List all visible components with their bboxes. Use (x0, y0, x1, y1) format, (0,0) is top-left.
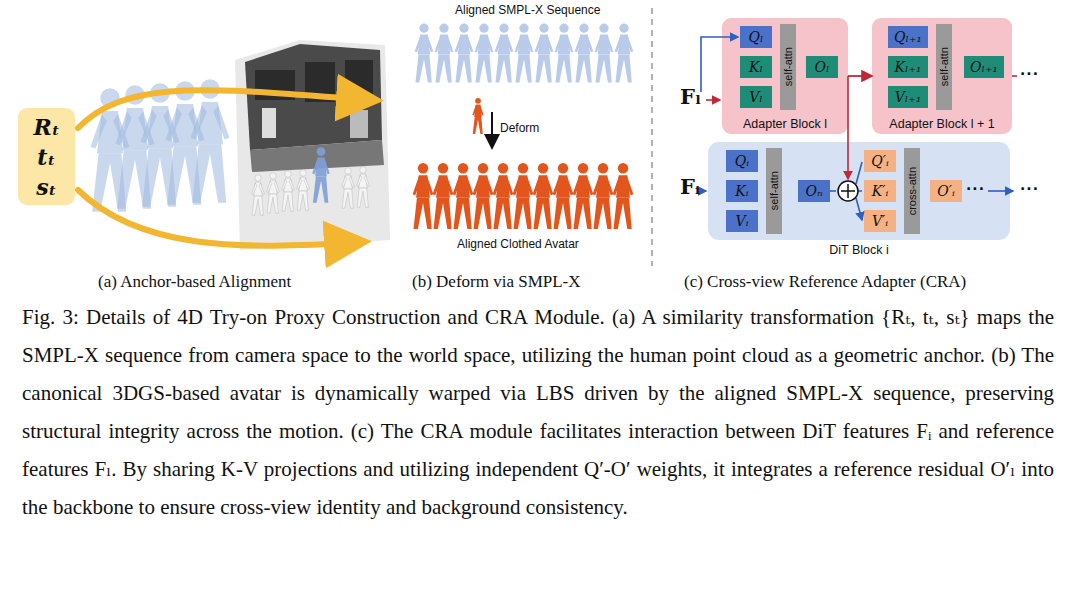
node-text: Qₗ (749, 29, 764, 45)
node-text: Kₗ (749, 59, 763, 75)
key-box: Kᵢ (726, 180, 758, 202)
alignment-arrows (78, 90, 372, 246)
node-text: DiT Block i (708, 243, 1010, 257)
node-text: Qᵢ (735, 153, 749, 169)
query-box: Q′ᵢ (864, 150, 896, 172)
query-box: Qₗ (740, 26, 772, 48)
deform-arrow (472, 98, 492, 146)
cross-attn-bar: cross-attn (904, 148, 920, 234)
node-text: self-attn (938, 47, 950, 86)
node-text: Adapter Block l + 1 (872, 117, 1012, 131)
query-box: Qₗ₊₁ (888, 26, 928, 48)
smplx-sequence (415, 24, 634, 83)
query-box: Qᵢ (726, 150, 758, 172)
node-text: Q′ᵢ (871, 153, 888, 169)
panel-divider (651, 8, 653, 266)
label-text: Deform (500, 121, 539, 135)
label-text: (a) Anchor-based Alignment (98, 272, 291, 292)
flow-arrow (848, 75, 872, 77)
node-text: Kₗ₊₁ (895, 59, 922, 75)
label-text: ··· (966, 181, 985, 197)
output-box: Oₗ (806, 56, 838, 78)
value-box: V′ᵢ (864, 210, 896, 232)
crowd-figures (252, 167, 370, 216)
output-box: Oₙ (798, 180, 830, 202)
clothed-avatar-sequence (413, 163, 634, 229)
point-cloud-scene (235, 40, 390, 250)
key-box: Kₗ (740, 56, 772, 78)
key-box: Kₗ₊₁ (888, 56, 928, 78)
adapter-block: Adapter Block l QₗKₗVₗ self-attn Oₗ (722, 18, 848, 134)
node-text: Oₗ (815, 59, 830, 75)
self-attn-bar: self-attn (766, 148, 782, 234)
label-text: (c) Cross-view Reference Adapter (CRA) (684, 272, 966, 292)
value-box: Vₗ₊₁ (888, 86, 928, 108)
label-text: Aligned Clothed Avatar (457, 237, 579, 251)
label-text: Aligned SMPL-X Sequence (455, 3, 600, 17)
value-box: Vᵢ (726, 210, 758, 232)
node-text: self-attn (782, 47, 794, 86)
node-text: K′ᵢ (872, 183, 888, 199)
node-text: Vₗ₊₁ (895, 89, 922, 105)
node-text: Oₙ (805, 183, 822, 199)
label-text: Fᵢ (680, 174, 700, 199)
dit-block: DiT Block iQᵢKᵢVᵢself-attnOₙQ′ᵢK′ᵢV′ᵢcro… (708, 142, 1010, 240)
output-box: O′ᵢ (930, 180, 962, 202)
node-text: Rₜ tₜ sₜ (34, 112, 60, 202)
self-attn-bar: self-attn (936, 24, 952, 110)
node-text: Adapter Block l (722, 117, 848, 131)
node-text: O′ᵢ (937, 183, 954, 199)
label-text: ··· (1020, 66, 1039, 82)
key-box: K′ᵢ (864, 180, 896, 202)
parameter-box: Rₜ tₜ sₜ (18, 108, 75, 205)
label-text: (b) Deform via SMPL-X (412, 272, 581, 292)
node-text: Oₗ₊₁ (970, 59, 998, 75)
node-text: Kᵢ (735, 183, 748, 199)
node-text: Vᵢ (736, 213, 749, 229)
node-text: Vₗ (749, 89, 763, 105)
label-text: ··· (1020, 181, 1039, 197)
value-box: Vₗ (740, 86, 772, 108)
label-text: Fₗ (680, 84, 701, 109)
node-text: Qₗ₊₁ (894, 29, 922, 45)
node-text: cross-attn (906, 167, 918, 215)
adapter-block: Adapter Block l + 1 Qₗ₊₁ Kₗ₊₁ Vₗ₊₁ self-attn… (872, 18, 1012, 134)
node-text: self-attn (768, 171, 780, 210)
figure-caption: Fig. 3: Details of 4D Try-on Proxy Const… (22, 298, 1054, 526)
output-box: Oₗ₊₁ (964, 56, 1004, 78)
node-text: V′ᵢ (872, 213, 888, 229)
self-attn-bar: self-attn (780, 24, 796, 110)
